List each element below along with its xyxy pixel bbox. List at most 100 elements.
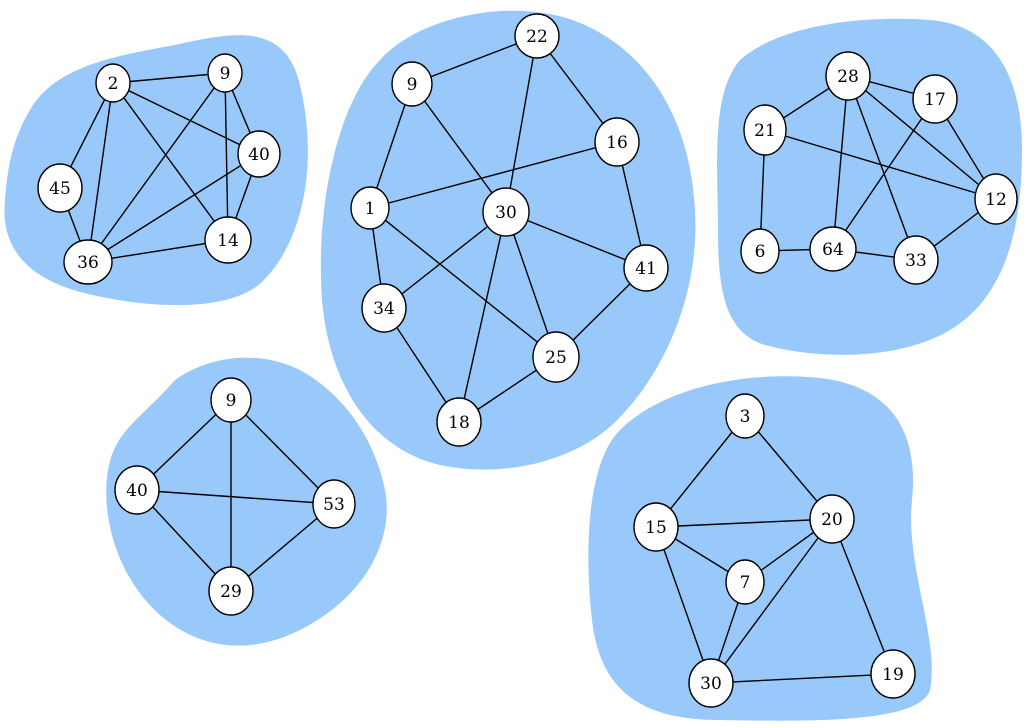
- node-label: 16: [606, 133, 628, 153]
- cluster-bottom-right-background: [588, 376, 932, 721]
- edge-top-left-n2-n36: [87, 82, 114, 263]
- node-top-left-40: 40: [237, 130, 281, 178]
- node-label: 3: [740, 407, 751, 427]
- node-bottom-left-9: 9: [210, 377, 252, 423]
- node-circle: [95, 63, 131, 103]
- node-circle: [436, 397, 482, 447]
- node-center-16: 16: [594, 117, 640, 167]
- node-label: 33: [905, 251, 927, 271]
- node-label: 45: [49, 179, 71, 199]
- node-label: 1: [365, 199, 376, 219]
- node-circle: [482, 187, 530, 237]
- node-bottom-right-15: 15: [633, 502, 679, 552]
- edge-center-n22-n30: [505, 35, 538, 213]
- node-bottom-right-19: 19: [870, 649, 916, 699]
- node-circle: [725, 559, 765, 605]
- node-circle: [893, 235, 939, 285]
- node-circle: [63, 239, 113, 285]
- node-label: 40: [126, 481, 148, 501]
- node-circle: [514, 13, 560, 59]
- edge-top-left-n9-n14: [224, 72, 229, 241]
- node-center-25: 25: [532, 331, 580, 383]
- node-label: 9: [407, 75, 418, 95]
- node-label: 2: [108, 74, 119, 94]
- edge-top-right-n28-n64: [832, 75, 849, 250]
- node-circle: [594, 117, 640, 167]
- node-circle: [623, 244, 669, 292]
- node-label: 34: [373, 299, 395, 319]
- edge-center-n9-n30: [411, 83, 507, 213]
- node-circle: [114, 465, 160, 515]
- edge-bottom-left-n40-n53: [136, 489, 335, 505]
- node-circle: [740, 228, 780, 274]
- node-circle: [312, 479, 356, 529]
- edge-bottom-right-n30-n19: [710, 673, 894, 684]
- node-top-left-45: 45: [37, 163, 83, 213]
- edge-bottom-right-n15-n30: [655, 526, 712, 684]
- node-bottom-left-40: 40: [114, 465, 160, 515]
- edge-center-n1-n25: [369, 207, 557, 358]
- node-label: 20: [821, 510, 843, 530]
- node-bottom-left-29: 29: [208, 566, 254, 616]
- node-circle: [350, 186, 390, 230]
- node-center-9: 9: [391, 61, 433, 107]
- node-label: 17: [924, 90, 946, 110]
- edge-top-right-n17-n64: [832, 98, 936, 250]
- node-top-left-36: 36: [63, 239, 113, 285]
- node-bottom-left-53: 53: [312, 479, 356, 529]
- node-circle: [237, 130, 281, 178]
- node-label: 9: [226, 391, 237, 411]
- edge-top-left-n2-n14: [112, 82, 229, 241]
- node-label: 36: [77, 253, 99, 273]
- node-bottom-right-3: 3: [725, 393, 765, 439]
- node-label: 30: [495, 203, 517, 223]
- node-circle: [688, 658, 734, 708]
- node-bottom-right-7: 7: [725, 559, 765, 605]
- node-label: 25: [545, 348, 567, 368]
- node-circle: [870, 649, 916, 699]
- node-circle: [633, 502, 679, 552]
- node-circle: [532, 331, 580, 383]
- node-top-right-21: 21: [743, 104, 787, 156]
- node-label: 30: [700, 674, 722, 694]
- node-label: 12: [985, 190, 1007, 210]
- edge-center-n1-n16: [369, 141, 618, 209]
- edge-bottom-right-n20-n30: [710, 518, 833, 684]
- node-top-right-64: 64: [809, 226, 857, 272]
- node-label: 64: [822, 240, 844, 260]
- node-center-18: 18: [436, 397, 482, 447]
- node-label: 41: [635, 259, 657, 279]
- node-label: 9: [220, 64, 231, 84]
- node-circle: [37, 163, 83, 213]
- node-label: 29: [220, 582, 242, 602]
- node-circle: [204, 216, 252, 264]
- edge-bottom-left-n9-n53: [230, 399, 335, 505]
- edge-center-n30-n18: [458, 211, 507, 423]
- node-circle: [809, 226, 857, 272]
- node-bottom-right-20: 20: [809, 494, 855, 544]
- edge-top-right-n28-n33: [847, 75, 917, 261]
- node-label: 28: [837, 67, 859, 87]
- node-circle: [361, 283, 407, 333]
- node-label: 7: [740, 573, 751, 593]
- node-top-right-12: 12: [974, 173, 1018, 225]
- node-top-left-9: 9: [207, 53, 243, 93]
- edge-bottom-right-n20-n19: [831, 518, 894, 675]
- cluster-bottom-left-background: [106, 357, 387, 646]
- edge-top-left-n9-n36: [87, 72, 226, 263]
- node-center-1: 1: [350, 186, 390, 230]
- node-circle: [208, 566, 254, 616]
- node-circle: [825, 51, 871, 101]
- node-circle: [207, 53, 243, 93]
- node-label: 22: [526, 27, 548, 47]
- node-top-left-14: 14: [204, 216, 252, 264]
- node-top-right-17: 17: [912, 74, 958, 124]
- node-top-left-2: 2: [95, 63, 131, 103]
- node-label: 15: [645, 518, 667, 538]
- node-circle: [725, 393, 765, 439]
- node-top-right-28: 28: [825, 51, 871, 101]
- node-label: 14: [217, 231, 239, 251]
- node-label: 6: [755, 242, 766, 262]
- node-circle: [809, 494, 855, 544]
